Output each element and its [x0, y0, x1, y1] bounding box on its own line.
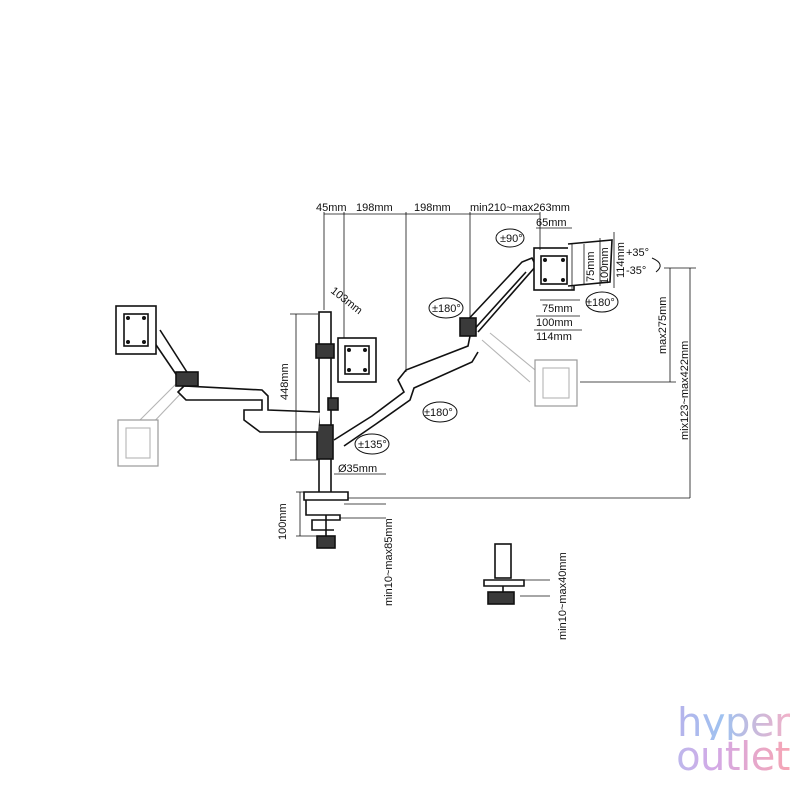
dim-65: 65mm — [536, 217, 567, 229]
vesa-114-v: 114mm — [615, 242, 627, 278]
rotation-180-elbow: ±180° — [424, 407, 453, 419]
vesa-75-v: 75mm — [585, 251, 597, 282]
dim-clamp-range: min10~max85mm — [383, 518, 395, 606]
vesa-114-h: 114mm — [536, 331, 572, 343]
dim-max-275: max275mm — [657, 297, 669, 354]
dimension-lines — [290, 212, 696, 597]
vesa-100-v: 100mm — [599, 247, 611, 284]
tilt-down: -35° — [626, 265, 646, 277]
vesa-75-h: 75mm — [542, 303, 573, 315]
dim-198-a: 198mm — [356, 202, 393, 214]
dim-height-range: mix123~max422mm — [679, 341, 691, 440]
dim-103: 103mm — [328, 285, 364, 317]
rotation-90: ±90° — [500, 233, 523, 245]
dim-grommet-range: min10~max40mm — [557, 552, 569, 640]
brand-logo: hyper outlet — [640, 703, 790, 777]
desk-clamp — [303, 491, 349, 549]
dim-45: 45mm — [316, 202, 347, 214]
dim-pole-diameter: Ø35mm — [338, 463, 377, 475]
dimension-labels: 45mm 198mm 198mm min210~max263mm 65mm 10… — [277, 202, 691, 640]
dim-198-b: 198mm — [414, 202, 451, 214]
rotation-180-head: ±180° — [586, 297, 615, 309]
brand-line-2: outlet — [640, 737, 790, 777]
brand-line-1: hyper — [640, 703, 790, 743]
ghost-left-monitor — [117, 381, 187, 467]
dim-448: 448mm — [279, 363, 291, 400]
center-pole — [315, 311, 339, 499]
rotation-180-arm: ±180° — [432, 303, 461, 315]
grommet-detail — [483, 543, 525, 605]
left-arm — [115, 305, 321, 433]
rotation-labels: ±90° ±180° ±180° ±180° ±135° +35° -35° — [358, 233, 649, 451]
dim-100: 100mm — [277, 503, 289, 540]
rotation-indicators — [354, 228, 661, 455]
center-vesa-plate — [337, 337, 377, 383]
right-arm — [333, 239, 613, 447]
rotation-135: ±135° — [358, 439, 387, 451]
dim-arm-extension: min210~max263mm — [470, 202, 570, 214]
tilt-up: +35° — [626, 247, 649, 259]
vesa-100-h: 100mm — [536, 317, 573, 329]
ghost-right-monitor — [481, 332, 578, 407]
